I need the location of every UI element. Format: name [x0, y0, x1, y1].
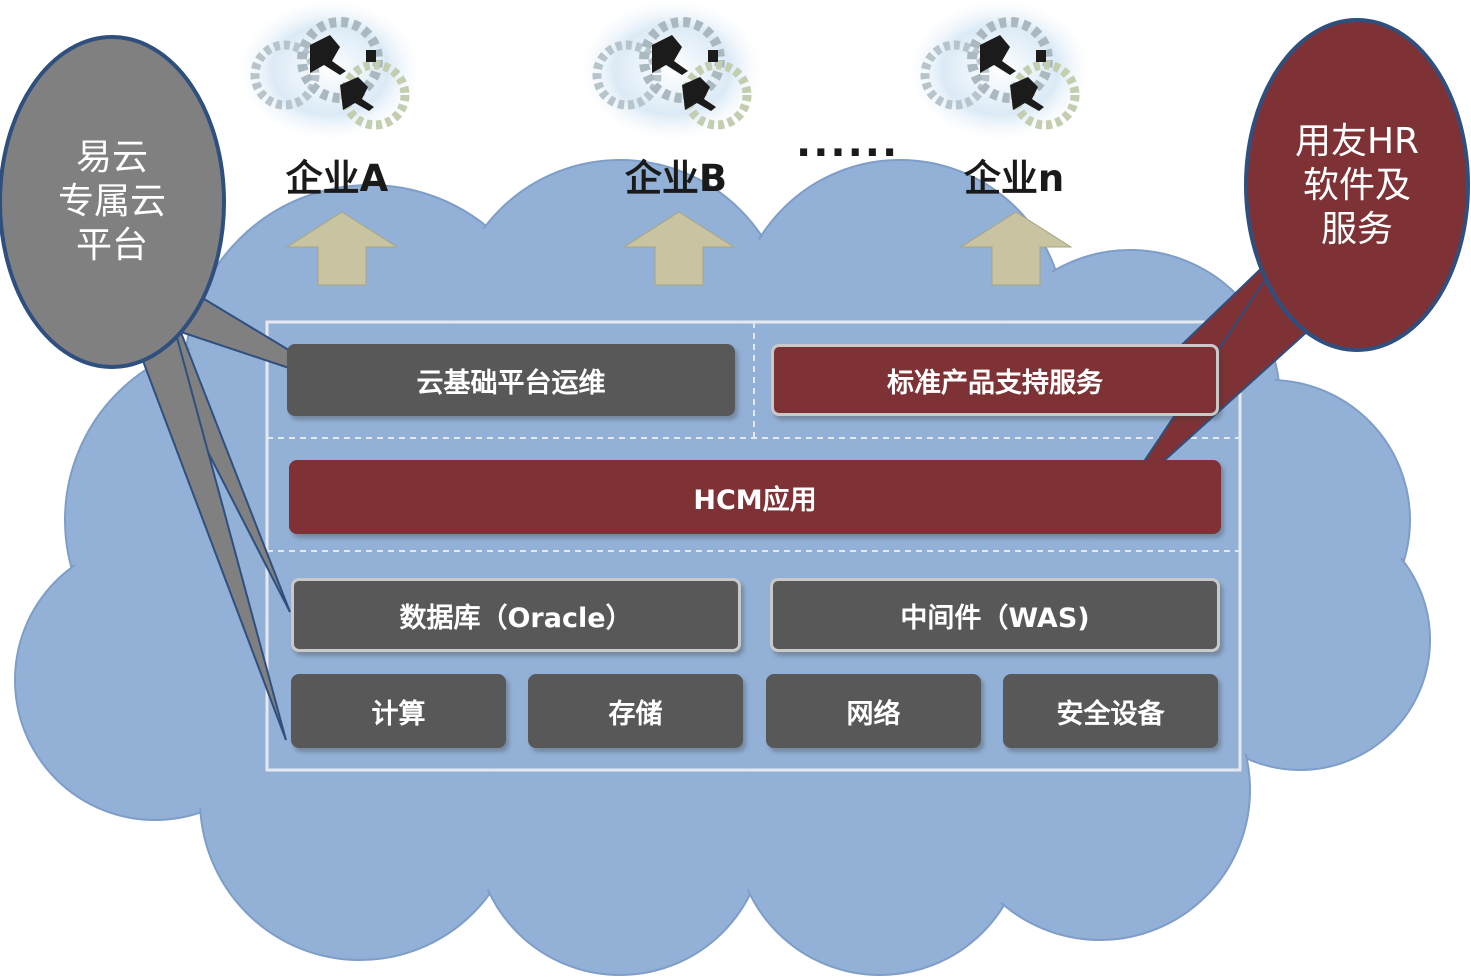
- support-box: 标准产品支持服务: [771, 344, 1219, 416]
- right-bubble-line: 软件及: [1302, 165, 1411, 206]
- left-bubble-line: 专属云: [57, 181, 166, 222]
- enterprise-label-b: 企业B: [624, 157, 728, 200]
- ops-box: 云基础平台运维: [287, 344, 735, 416]
- left-bubble-text: 易云 专属云 平台: [12, 136, 212, 268]
- hcm-box: HCM应用: [289, 460, 1221, 534]
- up-arrow-icon: [622, 211, 736, 286]
- business-team-icon: [912, 2, 1088, 138]
- business-team-icon: [584, 2, 760, 138]
- left-callout-bubble: [0, 35, 356, 741]
- compute-box: 计算: [291, 674, 506, 748]
- up-arrow-icon: [959, 211, 1073, 286]
- business-team-icon: [242, 2, 418, 138]
- network-box: 网络: [766, 674, 981, 748]
- right-bubble-line: 服务: [1320, 209, 1393, 250]
- storage-box: 存储: [528, 674, 743, 748]
- middleware-box: 中间件（WAS): [770, 578, 1220, 652]
- right-bubble-line: 用友HR: [1294, 121, 1420, 162]
- enterprise-label-a: 企业A: [285, 157, 389, 200]
- left-bubble-line: 平台: [75, 225, 148, 266]
- left-bubble-line: 易云: [75, 137, 148, 178]
- database-box: 数据库（Oracle）: [291, 578, 741, 652]
- up-arrow-icon: [285, 211, 399, 286]
- enterprise-label-n: 企业n: [963, 157, 1065, 200]
- security-box: 安全设备: [1003, 674, 1218, 748]
- right-bubble-text: 用友HR 软件及 服务: [1257, 120, 1457, 252]
- ellipsis: ······: [796, 130, 900, 176]
